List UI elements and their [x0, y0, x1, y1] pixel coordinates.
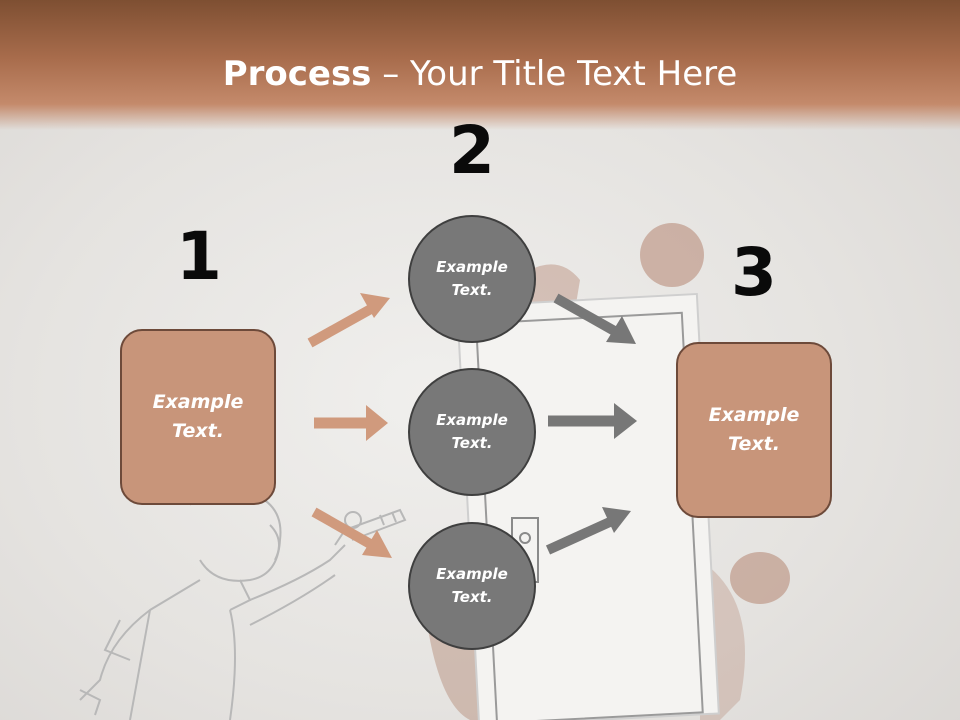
- step-1-box: Example Text.: [120, 329, 276, 505]
- step-number-2: 2: [449, 112, 495, 189]
- step-2-circle-bottom: Example Text.: [408, 522, 536, 650]
- arrow-from-middle: [548, 403, 637, 439]
- step-1-text: Example Text.: [152, 391, 244, 442]
- arrow-from-bottom: [545, 507, 631, 555]
- step-2-text-top: Example Text.: [436, 258, 508, 299]
- title-bar: [0, 0, 960, 130]
- arrow-to-bottom: [311, 507, 392, 558]
- arrow-from-top: [553, 293, 636, 344]
- title-rest: – Your Title Text Here: [371, 54, 738, 94]
- slide-title: Process – Your Title Text Here: [0, 52, 960, 96]
- step-2-circle-top: Example Text.: [408, 215, 536, 343]
- man-sketch-illustration: [79, 486, 407, 720]
- step-3-text: Example Text.: [708, 404, 800, 455]
- step-number-3: 3: [731, 234, 777, 311]
- step-number-1: 1: [176, 218, 222, 295]
- arrow-to-top: [307, 293, 390, 348]
- process-arrows: [307, 293, 637, 558]
- step-2-circle-middle: Example Text.: [408, 368, 536, 496]
- step-2-text-bottom: Example Text.: [436, 565, 508, 606]
- step-3-box: Example Text.: [676, 342, 832, 518]
- step-2-text-middle: Example Text.: [436, 411, 508, 452]
- arrow-to-middle: [314, 405, 388, 441]
- title-bold: Process: [222, 54, 372, 94]
